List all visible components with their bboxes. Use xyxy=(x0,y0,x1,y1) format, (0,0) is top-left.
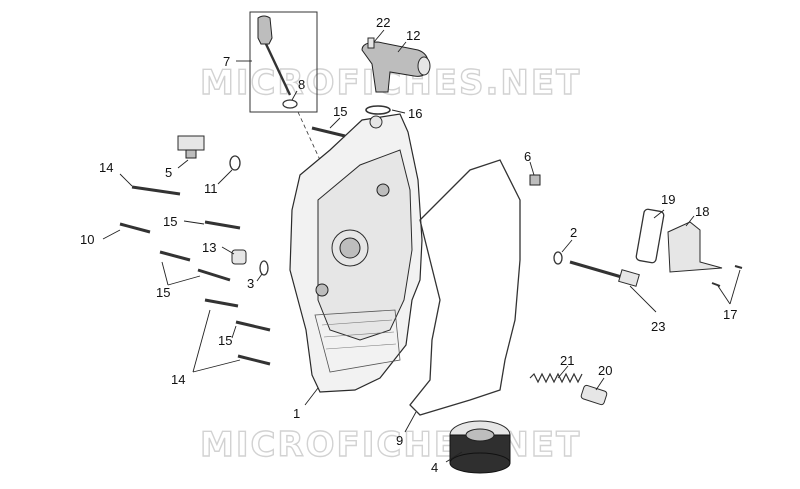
callout-23: 23 xyxy=(651,319,665,334)
screw-17a xyxy=(734,265,743,269)
oil-filter xyxy=(449,420,511,474)
watermark-bottom: MICROFICHES.NET xyxy=(200,425,581,465)
callout-15-left: 15 xyxy=(156,285,170,300)
cover-plate-18 xyxy=(667,221,723,273)
ring-3 xyxy=(259,260,269,276)
callout-10: 10 xyxy=(80,232,94,247)
callout-4: 4 xyxy=(431,460,438,475)
callout-labels: 7 8 22 12 16 15 5 11 14 15 10 13 3 15 15… xyxy=(80,15,737,475)
bypass-shaft xyxy=(569,260,640,287)
callout-18: 18 xyxy=(695,204,709,219)
callout-2: 2 xyxy=(570,225,577,240)
dipstick-assembly xyxy=(249,11,318,113)
callout-7: 7 xyxy=(223,54,230,69)
callout-13: 13 xyxy=(202,240,216,255)
callout-20: 20 xyxy=(598,363,612,378)
pressure-sensor xyxy=(177,135,205,159)
gasket-19 xyxy=(635,208,665,264)
dipstick-guide-line xyxy=(297,111,321,161)
plug-13 xyxy=(231,249,247,265)
callout-22: 22 xyxy=(376,15,390,30)
callout-15-mid: 15 xyxy=(163,214,177,229)
callout-15-top: 15 xyxy=(333,104,347,119)
piston-20 xyxy=(580,384,608,406)
o-ring-16 xyxy=(365,105,391,115)
callout-5: 5 xyxy=(165,165,172,180)
callout-8: 8 xyxy=(298,77,305,92)
callout-9: 9 xyxy=(396,433,403,448)
cover-gasket xyxy=(409,159,521,416)
callout-6: 6 xyxy=(524,149,531,164)
callout-12: 12 xyxy=(406,28,420,43)
washer-2 xyxy=(553,251,563,265)
spring-21 xyxy=(529,372,583,384)
bolt-set xyxy=(119,126,346,366)
screw-17b xyxy=(711,282,721,287)
callout-15-low: 15 xyxy=(218,333,232,348)
callout-19: 19 xyxy=(661,192,675,207)
callout-1: 1 xyxy=(293,406,300,421)
callout-3: 3 xyxy=(247,276,254,291)
callout-16: 16 xyxy=(408,106,422,121)
plug-6 xyxy=(529,174,541,186)
callout-14-top: 14 xyxy=(99,160,113,175)
callout-14-low: 14 xyxy=(171,372,185,387)
callout-21: 21 xyxy=(560,353,574,368)
hose-fitting xyxy=(361,37,431,93)
callout-11: 11 xyxy=(204,181,218,196)
leader-lines xyxy=(102,29,741,463)
callout-17: 17 xyxy=(723,307,737,322)
clutch-cover xyxy=(289,113,423,393)
washer-11 xyxy=(229,155,241,171)
